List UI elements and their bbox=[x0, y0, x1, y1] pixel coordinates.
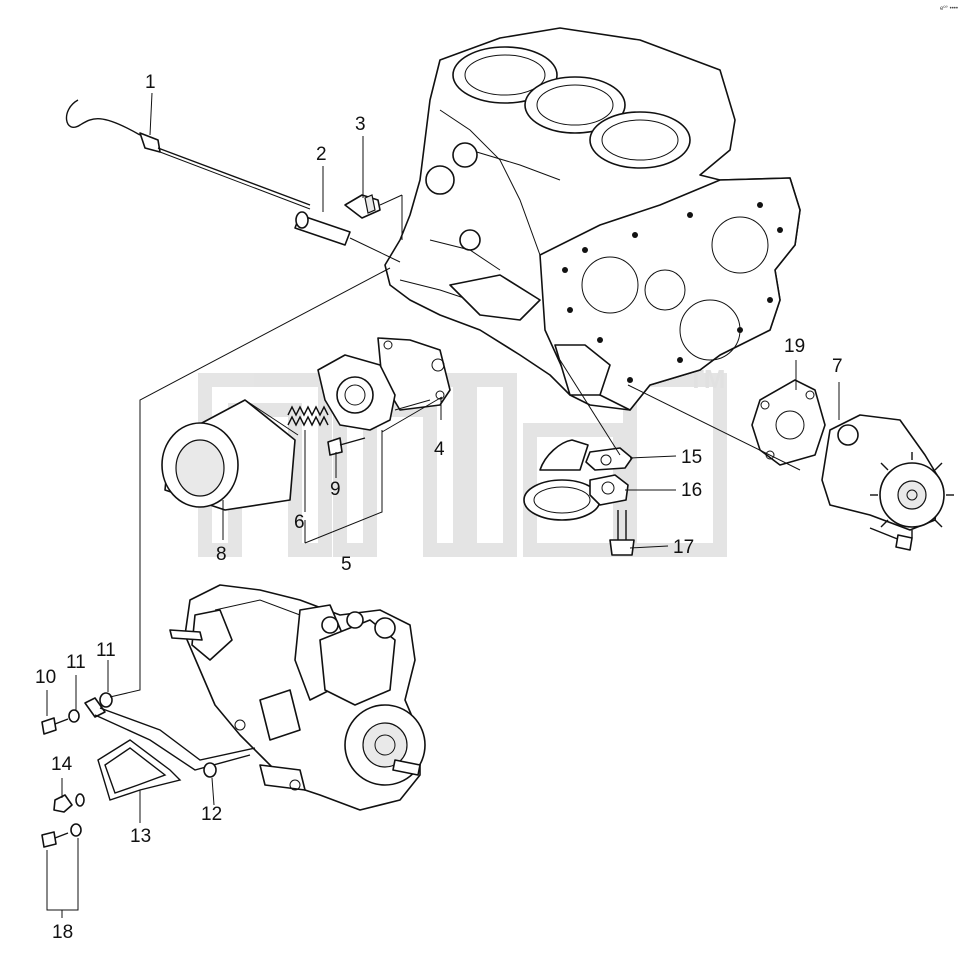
callout-14: 14 bbox=[51, 754, 73, 775]
washers-11 bbox=[68, 692, 113, 723]
oil-filter bbox=[161, 399, 299, 511]
callout-13: 13 bbox=[130, 826, 151, 847]
oil-pump bbox=[821, 414, 954, 538]
callout-19: 19 bbox=[784, 336, 805, 357]
callout-15: 15 bbox=[681, 447, 702, 468]
washer-12 bbox=[203, 762, 217, 778]
corner-mark: eº° •••• bbox=[940, 5, 958, 12]
oil-pipe bbox=[84, 697, 256, 801]
callout-6: 6 bbox=[294, 512, 305, 533]
callout-11b: 11 bbox=[96, 640, 116, 661]
callout-4: 4 bbox=[434, 439, 445, 460]
nut-14 bbox=[53, 793, 85, 813]
callout-12: 12 bbox=[201, 804, 222, 825]
oil-strainer bbox=[523, 439, 601, 521]
callout-10: 10 bbox=[35, 667, 56, 688]
callout-17: 17 bbox=[673, 537, 694, 558]
callout-9: 9 bbox=[330, 479, 341, 500]
dipstick bbox=[65, 99, 311, 210]
o-ring-15 bbox=[585, 447, 633, 471]
oil-pressure-switch bbox=[344, 194, 403, 240]
bolt-17 bbox=[609, 510, 635, 556]
dipstick-guide-tube bbox=[294, 211, 401, 263]
relief-spring bbox=[287, 405, 329, 427]
fuel-injection-pump bbox=[169, 584, 426, 811]
oil-filter-housing bbox=[317, 354, 431, 431]
callout-2: 2 bbox=[316, 144, 327, 165]
leader-lines bbox=[46, 92, 840, 918]
spacer-16 bbox=[589, 474, 629, 506]
callout-18: 18 bbox=[52, 922, 73, 943]
callout-5: 5 bbox=[341, 554, 352, 575]
bolt-18 bbox=[41, 823, 82, 848]
engine-block bbox=[384, 27, 801, 411]
callout-16: 16 bbox=[681, 480, 702, 501]
callout-1: 1 bbox=[145, 72, 156, 93]
pump-gasket bbox=[751, 379, 826, 466]
pump-bolt bbox=[869, 527, 913, 551]
callout-3: 3 bbox=[355, 114, 366, 135]
bolt-9 bbox=[327, 437, 366, 456]
callout-8: 8 bbox=[216, 544, 227, 565]
banjo-bolt-10 bbox=[41, 717, 69, 735]
callout-7: 7 bbox=[832, 356, 843, 377]
callout-labels: 1 2 3 4 5 6 7 8 9 10 11 11 11 12 13 14 1… bbox=[35, 72, 843, 943]
callout-11a: 11 bbox=[66, 652, 86, 673]
